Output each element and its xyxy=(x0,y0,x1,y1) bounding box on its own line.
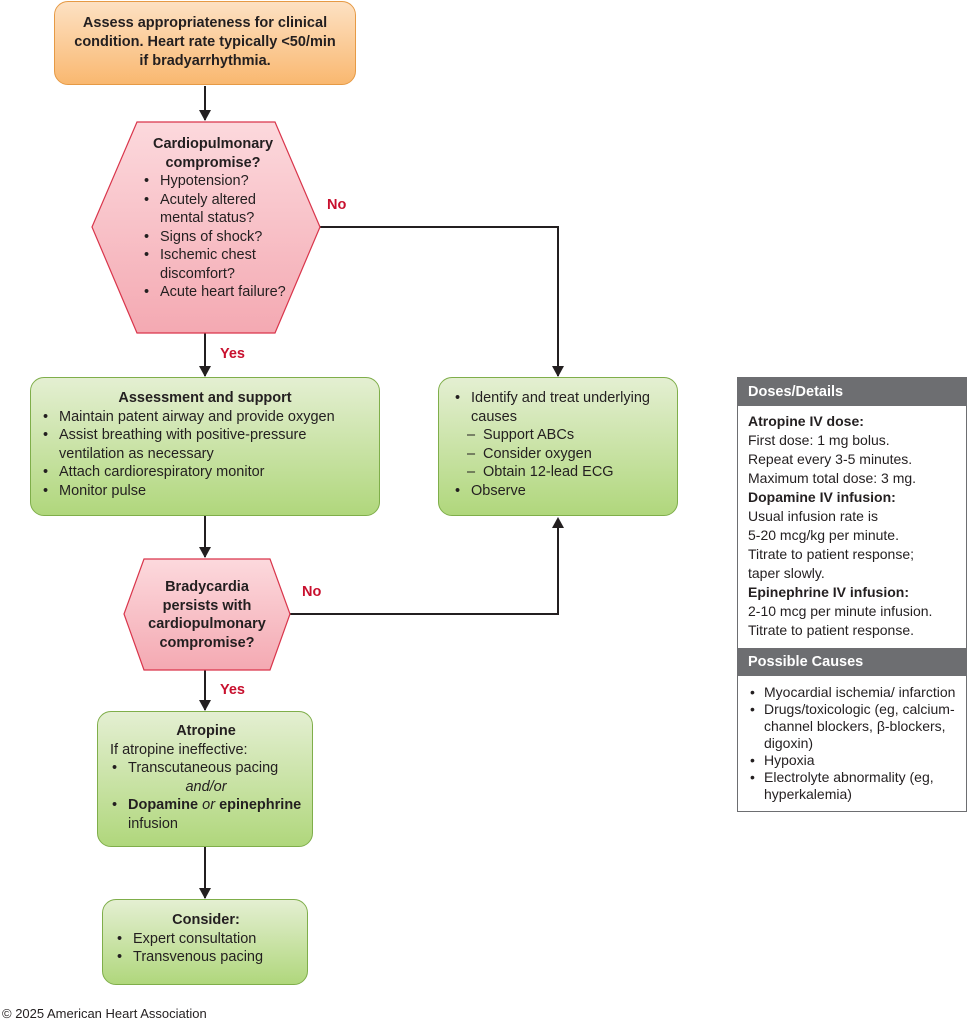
arrowhead xyxy=(552,366,564,377)
atropine-dose-title: Atropine IV dose: xyxy=(748,413,864,429)
dose-line: 2-10 mcg per minute infusion. xyxy=(748,603,933,619)
decision1-item: Hypotension? xyxy=(138,172,288,191)
identify-treat-node: Identify and treat underlying causes Sup… xyxy=(438,377,678,516)
identify-item: Identify and treat underlying causes xyxy=(449,389,669,426)
arrowhead xyxy=(199,888,211,899)
decision1-title: Cardiopulmonary compromise? xyxy=(152,136,274,171)
consider-item: Transvenous pacing xyxy=(111,948,301,967)
atropine-connector: and/or xyxy=(185,778,227,795)
dopamine-dose-title: Dopamine IV infusion: xyxy=(748,489,896,505)
assessment-item: Maintain patent airway and provide oxyge… xyxy=(37,408,373,427)
consider-list: Expert consultation Transvenous pacing xyxy=(111,930,301,967)
assessment-title: Assessment and support xyxy=(118,390,292,406)
arrowhead xyxy=(199,366,211,377)
doses-details-panel: Doses/Details Atropine IV dose: First do… xyxy=(737,377,967,812)
decision1-yes-label: Yes xyxy=(220,346,245,362)
arrowhead xyxy=(199,700,211,711)
dose-line: taper slowly. xyxy=(748,565,825,581)
possible-causes-header: Possible Causes xyxy=(738,648,966,676)
assessment-support-node: Assessment and support Maintain patent a… xyxy=(30,377,380,516)
dose-line: Repeat every 3-5 minutes. xyxy=(748,451,913,467)
arrowhead xyxy=(199,547,211,558)
start-node-text: Assess appropriateness for clinical cond… xyxy=(74,15,336,69)
dose-line: 5-20 mcg/kg per minute. xyxy=(748,527,899,543)
dose-line: Titrate to patient response. xyxy=(748,622,915,638)
infusion-text: infusion xyxy=(128,815,178,832)
identify-list: Identify and treat underlying causes Sup… xyxy=(449,389,669,500)
start-node: Assess appropriateness for clinical cond… xyxy=(54,1,356,85)
assessment-item: Monitor pulse xyxy=(37,482,373,501)
epinephrine-dose-title: Epinephrine IV infusion: xyxy=(748,584,909,600)
decision1-item: Signs of shock? xyxy=(138,228,288,247)
assessment-list: Maintain patent airway and provide oxyge… xyxy=(37,408,373,501)
decision2-no-label: No xyxy=(302,584,322,600)
arrowhead xyxy=(199,110,211,121)
consider-title: Consider: xyxy=(172,912,240,928)
decision1-item: Acutely altered mental status? xyxy=(138,191,288,228)
copyright-footer: © 2025 American Heart Association xyxy=(2,1006,207,1021)
cause-item: Drugs/toxicologic (eg, calcium-channel b… xyxy=(748,701,956,752)
decision-cardiopulmonary-compromise: Cardiopulmonary compromise? Hypotension?… xyxy=(90,121,322,334)
arrow-decision1-no xyxy=(320,226,559,376)
identify-subitem: Obtain 12-lead ECG xyxy=(449,463,669,482)
identify-subitem: Support ABCs xyxy=(449,426,669,445)
dose-line: First dose: 1 mg bolus. xyxy=(748,432,890,448)
arrow-decision2-no xyxy=(290,520,559,615)
decision1-no-label: No xyxy=(327,197,347,213)
decision2-yes-label: Yes xyxy=(220,682,245,698)
atropine-intro: If atropine ineffective: xyxy=(110,741,248,758)
dopamine-text: Dopamine xyxy=(128,797,199,813)
dose-line: Maximum total dose: 3 mg. xyxy=(748,470,917,486)
identify-subitem: Consider oxygen xyxy=(449,445,669,464)
decision1-item: Ischemic chest discomfort? xyxy=(138,246,288,283)
consider-item: Expert consultation xyxy=(111,930,301,949)
or-text: or xyxy=(202,797,216,813)
decision1-item: Acute heart failure? xyxy=(138,283,288,302)
decision2-title: Bradycardia persists with cardiopulmonar… xyxy=(148,579,266,651)
cause-item: Hypoxia xyxy=(748,752,956,769)
dose-line: Usual infusion rate is xyxy=(748,508,878,524)
consider-node: Consider: Expert consultation Transvenou… xyxy=(102,899,308,985)
hexagon-shape xyxy=(123,558,291,671)
epinephrine-text: epinephrine xyxy=(219,797,302,813)
atropine-item: Dopamine or epinephrine infusion xyxy=(106,796,306,833)
identify-item: Observe xyxy=(449,482,669,501)
cause-item: Myocardial ischemia/ infarction xyxy=(748,684,956,701)
atropine-node: Atropine If atropine ineffective: Transc… xyxy=(97,711,313,847)
arrowhead xyxy=(552,517,564,528)
atropine-item: Transcutaneous pacing xyxy=(106,759,306,778)
cause-item: Electrolyte abnormality (eg, hyperkalemi… xyxy=(748,769,956,803)
possible-causes-list: Myocardial ischemia/ infarction Drugs/to… xyxy=(748,684,956,803)
dose-line: Titrate to patient response; xyxy=(748,546,915,562)
doses-details-header: Doses/Details xyxy=(738,378,966,406)
atropine-list: Transcutaneous pacing and/or Dopamine or… xyxy=(106,759,306,833)
atropine-title: Atropine xyxy=(176,723,236,739)
assessment-item: Assist breathing with positive-pressure … xyxy=(37,426,373,463)
decision1-list: Hypotension? Acutely altered mental stat… xyxy=(138,172,288,302)
assessment-item: Attach cardiorespiratory monitor xyxy=(37,463,373,482)
decision-bradycardia-persists: Bradycardia persists with cardiopulmonar… xyxy=(122,558,292,671)
